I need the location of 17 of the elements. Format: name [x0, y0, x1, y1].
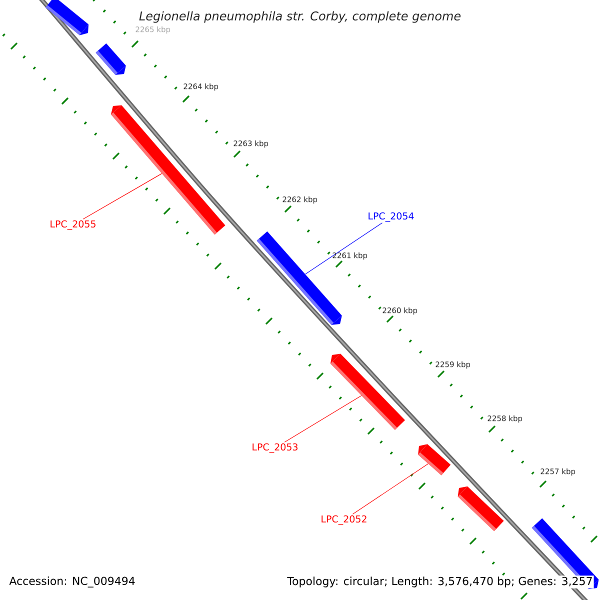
leader-line: [305, 222, 383, 274]
gene-label: LPC_2055: [50, 220, 96, 230]
gene-label: LPC_2054: [368, 212, 414, 222]
gene-feature: [418, 444, 451, 476]
footer-text: Topology: circular; Length: 3,576,470 bp; Genes: 3,257: [286, 576, 594, 588]
gene-feature: [458, 486, 504, 532]
gene-feature: [46, 0, 89, 36]
footer-text: Accession: NC_009494: [8, 576, 136, 588]
leader-line: [82, 173, 162, 220]
gene-label: LPC_2052: [322, 515, 366, 525]
leader-line: [352, 464, 428, 514]
gene-feature: [330, 354, 406, 430]
leader-line: [284, 395, 362, 442]
title: Legionella pneumophila str. Corby, complete genome: [139, 11, 461, 23]
gene-label: LPC_2053: [252, 443, 298, 453]
gene-feature: [96, 43, 126, 75]
gene-feature: [110, 105, 226, 235]
